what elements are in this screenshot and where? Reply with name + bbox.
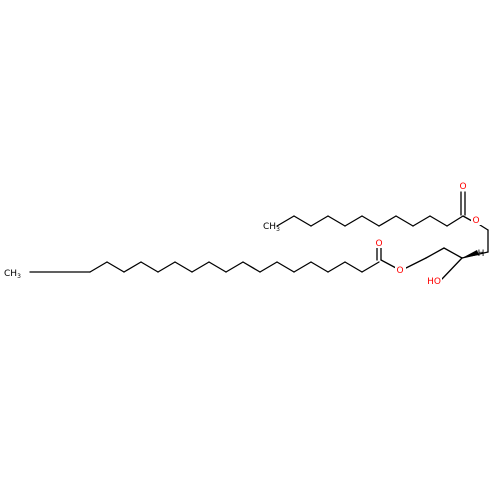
bond-left-chain xyxy=(157,261,176,273)
bond-top-chain xyxy=(344,215,363,227)
atom-o-carbonyl-left: O xyxy=(374,237,384,249)
svg-text:O: O xyxy=(459,182,466,192)
atom-o-carbonyl-top: O xyxy=(458,180,468,192)
svg-text:HO: HO xyxy=(427,277,441,287)
bond-top-ester xyxy=(462,215,473,222)
atom-ch3-top: CH3 xyxy=(263,222,280,233)
bond-top-chain xyxy=(412,215,431,227)
bonds xyxy=(29,191,489,280)
bond-left-chain xyxy=(106,261,125,273)
bond-top-chain xyxy=(446,215,464,227)
bond-left-chain xyxy=(276,261,295,273)
bond-left-chain xyxy=(174,261,193,273)
bond-top-chain xyxy=(378,215,397,227)
bond-top-chain xyxy=(395,215,414,227)
bond-top-chain xyxy=(429,215,448,227)
bond-top-o-ch2 xyxy=(479,224,489,231)
bond-top-chain xyxy=(310,215,329,227)
bond-left-chain xyxy=(208,261,227,273)
bond-left-ester xyxy=(380,259,397,269)
svg-text:CH3: CH3 xyxy=(4,269,21,280)
bond-c2-oh xyxy=(441,257,463,280)
svg-text:O: O xyxy=(375,239,382,249)
bond-left-chain xyxy=(310,261,329,273)
bond-top-chain xyxy=(276,215,295,227)
atom-o-ester-top: O xyxy=(471,214,482,226)
atom-o-ester-left: O xyxy=(395,264,406,276)
atom-hydrogen: H xyxy=(478,249,485,259)
svg-text:O: O xyxy=(396,266,403,276)
wedge-bond xyxy=(462,250,479,258)
bond-left-chain xyxy=(293,261,312,273)
bond-left-chain xyxy=(242,261,261,273)
bond-left-chain xyxy=(89,261,108,273)
bond-left-chain xyxy=(361,261,380,273)
bond-left-chain xyxy=(140,261,159,273)
bond-left-chain xyxy=(259,261,278,273)
bond-top-chain xyxy=(327,215,346,227)
svg-text:CH3: CH3 xyxy=(263,222,280,233)
bond-left-chain xyxy=(191,261,210,273)
svg-text:O: O xyxy=(472,216,479,226)
svg-text:H: H xyxy=(478,249,485,259)
bond-top-chain xyxy=(361,215,380,227)
bond-c2-c1 xyxy=(443,247,463,259)
bond-top-chain xyxy=(293,215,312,227)
bond-left-chain xyxy=(225,261,244,273)
bond-left-chain xyxy=(344,261,363,273)
bond-left-chain xyxy=(123,261,142,273)
atom-ch3-left: CH3 xyxy=(4,269,21,280)
bond-left-chain xyxy=(327,261,346,273)
bond-ch2-o-left xyxy=(405,257,427,269)
atom-hydroxyl: HO xyxy=(426,275,442,287)
bond-c1-ch2 xyxy=(425,247,445,259)
